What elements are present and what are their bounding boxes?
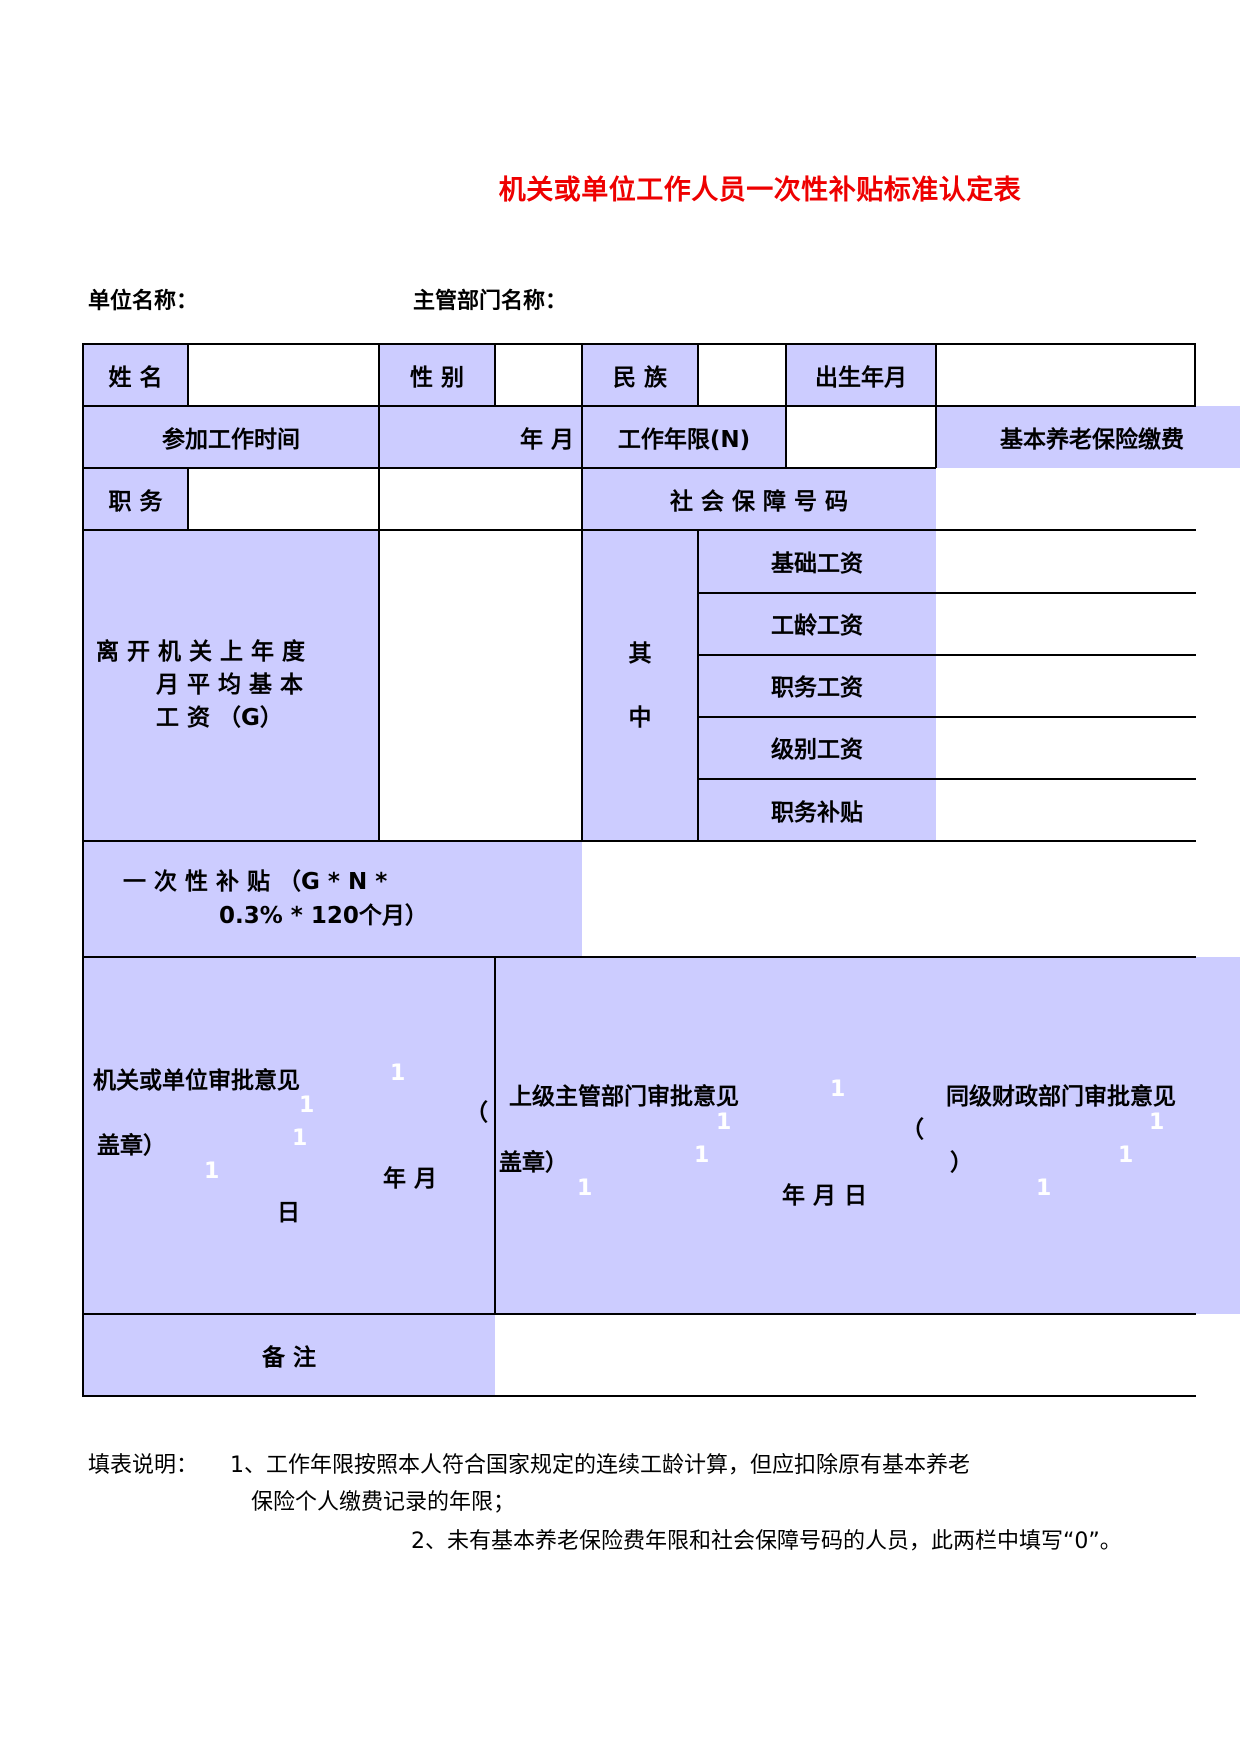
post-allowance-field[interactable] bbox=[936, 778, 1196, 841]
mark-4: 1 bbox=[204, 1159, 220, 1184]
ssn-label: 社 会 保 障 号 码 bbox=[582, 468, 936, 530]
grid-line bbox=[698, 654, 1196, 656]
among-label: 其 中 bbox=[582, 530, 698, 841]
avg-salary-line3: 工 资 （G） bbox=[156, 705, 283, 731]
gender-label: 性 别 bbox=[379, 344, 495, 406]
notes-label: 填表说明： bbox=[88, 1453, 199, 1478]
grade-wage-label: 级别工资 bbox=[698, 716, 936, 778]
grid-line bbox=[82, 1395, 1196, 1397]
finance-paren-close: ） bbox=[950, 1150, 973, 1176]
grid-line bbox=[187, 467, 189, 530]
work-years-label: 工作年限(N) bbox=[582, 406, 786, 468]
grid-line bbox=[82, 956, 1196, 958]
mark-5: 1 bbox=[830, 1077, 846, 1102]
avg-salary-label: 离 开 机 关 上 年 度 月 平 均 基 本 工 资 （G） bbox=[83, 530, 379, 841]
post-wage-field[interactable] bbox=[936, 654, 1196, 716]
mark-6: 1 bbox=[716, 1110, 732, 1135]
grid-line bbox=[82, 343, 1196, 345]
remark-field[interactable] bbox=[495, 1314, 1196, 1396]
grade-wage-field[interactable] bbox=[936, 716, 1196, 778]
lump-sum-line1: 一 次 性 补 贴 （G * N * bbox=[123, 869, 388, 895]
notes-line-3: 2、未有基本养老保险费年限和社会保障号码的人员，此两栏中填写“0”。 bbox=[411, 1529, 1122, 1554]
grid-line bbox=[581, 343, 583, 841]
grid-line bbox=[82, 343, 84, 1397]
grid-line bbox=[82, 529, 1196, 531]
ethnicity-label: 民 族 bbox=[582, 344, 698, 406]
grid-line bbox=[494, 343, 496, 406]
unit-seal-label: 盖章） bbox=[97, 1133, 166, 1159]
lump-sum-field[interactable] bbox=[582, 841, 1196, 957]
mark-1: 1 bbox=[390, 1061, 406, 1086]
grid-line bbox=[697, 529, 699, 841]
grid-line bbox=[494, 956, 496, 1314]
mark-3: 1 bbox=[292, 1126, 308, 1151]
work-start-label: 参加工作时间 bbox=[83, 406, 379, 468]
post-wage-label: 职务工资 bbox=[698, 654, 936, 716]
seniority-wage-label: 工龄工资 bbox=[698, 592, 936, 654]
dept-name-label: 主管部门名称： bbox=[413, 289, 568, 314]
work-start-field[interactable]: 年 月 bbox=[379, 406, 582, 468]
upper-paren-open: （ bbox=[901, 1117, 924, 1143]
seniority-wage-field[interactable] bbox=[936, 592, 1196, 654]
upper-approval-label: 上级主管部门审批意见 bbox=[509, 1084, 739, 1110]
grid-line bbox=[698, 778, 1196, 780]
ssn-field[interactable] bbox=[936, 468, 1196, 530]
mark-10: 1 bbox=[577, 1176, 593, 1201]
position-field[interactable] bbox=[188, 468, 582, 530]
grid-line bbox=[785, 343, 787, 468]
unit-approval-label: 机关或单位审批意见 bbox=[93, 1068, 300, 1094]
unit-date-day: 日 bbox=[277, 1200, 300, 1226]
ethnicity-field[interactable] bbox=[698, 344, 786, 406]
grid-line bbox=[697, 343, 699, 406]
post-allowance-label: 职务补贴 bbox=[698, 778, 936, 841]
unit-paren-open: （ bbox=[465, 1100, 488, 1126]
grid-line bbox=[378, 343, 380, 841]
grid-line bbox=[82, 405, 1196, 407]
grid-line bbox=[82, 467, 936, 469]
grid-line bbox=[698, 592, 1196, 594]
birth-field[interactable] bbox=[936, 344, 1196, 406]
among-char-2: 中 bbox=[628, 704, 652, 731]
grid-line bbox=[935, 343, 937, 468]
lump-sum-label: 一 次 性 补 贴 （G * N * 0.3% * 120个月） bbox=[83, 841, 582, 957]
notes-line-2: 保险个人缴费记录的年限； bbox=[251, 1490, 516, 1515]
form-title: 机关或单位工作人员一次性补贴标准认定表 bbox=[498, 175, 1022, 206]
upper-finance-approval-box[interactable] bbox=[495, 957, 1240, 1314]
lump-sum-line2: 0.3% * 120个月） bbox=[219, 903, 428, 929]
remark-label: 备 注 bbox=[83, 1314, 495, 1396]
grid-line bbox=[82, 840, 1196, 842]
mark-2: 1 bbox=[299, 1093, 315, 1118]
birth-label: 出生年月 bbox=[786, 344, 936, 406]
upper-seal-label: 盖章） bbox=[499, 1150, 568, 1176]
name-label: 姓 名 bbox=[83, 344, 188, 406]
upper-date: 年 月 日 bbox=[782, 1183, 868, 1209]
position-label: 职 务 bbox=[83, 468, 188, 530]
work-years-field[interactable] bbox=[786, 406, 936, 468]
name-field[interactable] bbox=[188, 344, 379, 406]
among-char-1: 其 bbox=[628, 640, 652, 667]
unit-approval-box[interactable] bbox=[83, 957, 495, 1314]
basic-wage-label: 基础工资 bbox=[698, 530, 936, 592]
grid-line bbox=[1194, 343, 1196, 406]
basic-wage-field[interactable] bbox=[936, 530, 1196, 592]
mark-11: 1 bbox=[1036, 1176, 1052, 1201]
grid-line bbox=[82, 1313, 1196, 1315]
gender-field[interactable] bbox=[495, 344, 582, 406]
notes-line-1: 1、工作年限按照本人符合国家规定的连续工龄计算，但应扣除原有基本养老 bbox=[230, 1453, 970, 1478]
avg-salary-line2: 月 平 均 基 本 bbox=[156, 672, 304, 698]
mark-8: 1 bbox=[694, 1143, 710, 1168]
grid-line bbox=[187, 343, 189, 406]
unit-name-label: 单位名称： bbox=[88, 289, 199, 314]
pension-label: 基本养老保险缴费 bbox=[936, 406, 1240, 468]
mark-7: 1 bbox=[1149, 1110, 1165, 1135]
finance-approval-label: 同级财政部门审批意见 bbox=[946, 1084, 1176, 1110]
unit-date-year-month: 年 月 bbox=[383, 1166, 438, 1192]
avg-salary-field[interactable] bbox=[379, 530, 582, 841]
avg-salary-line1: 离 开 机 关 上 年 度 bbox=[96, 639, 306, 665]
mark-9: 1 bbox=[1118, 1143, 1134, 1168]
grid-line bbox=[698, 716, 1196, 718]
